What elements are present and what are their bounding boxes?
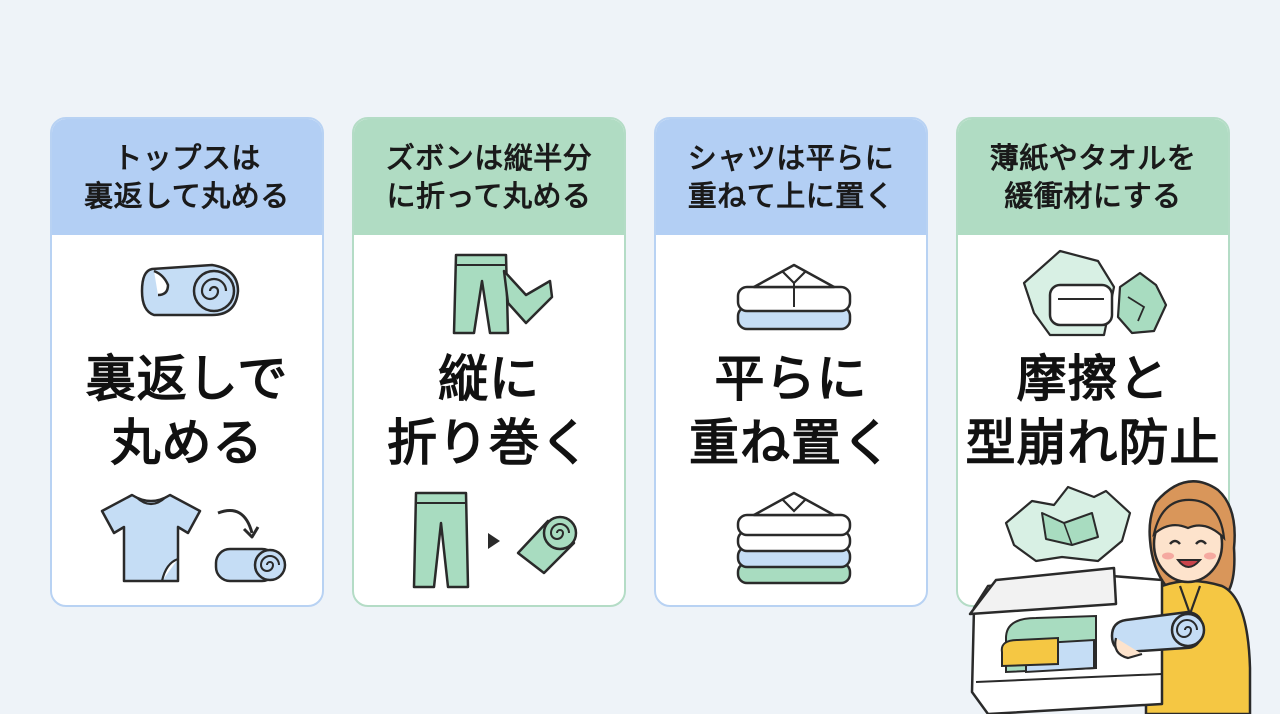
- curved-arrow-icon: [214, 503, 262, 543]
- header-line-2: 緩衝材にする: [1004, 179, 1182, 213]
- main-line-2: 型崩れ防止: [965, 414, 1221, 472]
- card-main-text: 裏返しで 丸める: [52, 347, 322, 475]
- header-line-1: トップスは: [113, 140, 261, 175]
- header-line-1: ズボンは縦半分: [385, 140, 593, 175]
- rolled-towel-icon: [1110, 610, 1206, 660]
- arrow-right-icon: [486, 531, 502, 551]
- card-pants: ズボンは縦半分 に折って丸める 縦に 折り巻く: [352, 117, 626, 607]
- header-line-2: 裏返して丸める: [84, 179, 290, 213]
- rolled-shirt-icon: [138, 261, 242, 319]
- tissue-towel-icon: [1020, 247, 1170, 341]
- main-line-1: 裏返しで: [85, 350, 289, 408]
- card-header: シャツは平らに 重ねて上に置く: [656, 119, 926, 235]
- shirt-stack-icon: [734, 485, 854, 589]
- header-line-1: シャツは平らに: [687, 140, 895, 175]
- crumpled-paper-icon: [1002, 483, 1134, 565]
- header-line-1: 薄紙やタオルを: [989, 140, 1197, 175]
- main-line-2: 折り巻く: [387, 414, 591, 472]
- packing-illustration: [966, 468, 1272, 714]
- main-line-1: 摩擦と: [1016, 350, 1170, 408]
- main-line-1: 縦に: [438, 350, 540, 408]
- main-line-2: 重ね置く: [689, 414, 893, 472]
- card-header: ズボンは縦半分 に折って丸める: [354, 119, 624, 235]
- card-tops: トップスは 裏返して丸める 裏返しで 丸める: [50, 117, 324, 607]
- card-header: トップスは 裏返して丸める: [52, 119, 322, 235]
- card-main-text: 縦に 折り巻く: [354, 347, 624, 475]
- header-line-2: 重ねて上に置く: [687, 179, 895, 213]
- card-main-text: 摩擦と 型崩れ防止: [958, 347, 1228, 475]
- header-line-2: に折って丸める: [386, 179, 592, 213]
- main-line-1: 平らに: [714, 350, 868, 408]
- card-shirts: シャツは平らに 重ねて上に置く 平らに 重ね置く: [654, 117, 928, 607]
- tshirt-icon: [96, 489, 206, 585]
- folded-pants-icon: [446, 251, 554, 337]
- card-main-text: 平らに 重ね置く: [656, 347, 926, 475]
- folded-shirt-stack-icon: [734, 257, 854, 337]
- suitcase-icon: [968, 566, 1164, 714]
- pants-icon: [410, 489, 472, 591]
- main-line-2: 丸める: [110, 414, 264, 472]
- rolled-cloth-icon: [212, 545, 288, 585]
- card-cushioning: 薄紙やタオルを 緩衝材にする 摩擦と 型崩れ防止: [956, 117, 1230, 607]
- card-header: 薄紙やタオルを 緩衝材にする: [958, 119, 1228, 235]
- rolled-cloth-icon: [510, 513, 580, 577]
